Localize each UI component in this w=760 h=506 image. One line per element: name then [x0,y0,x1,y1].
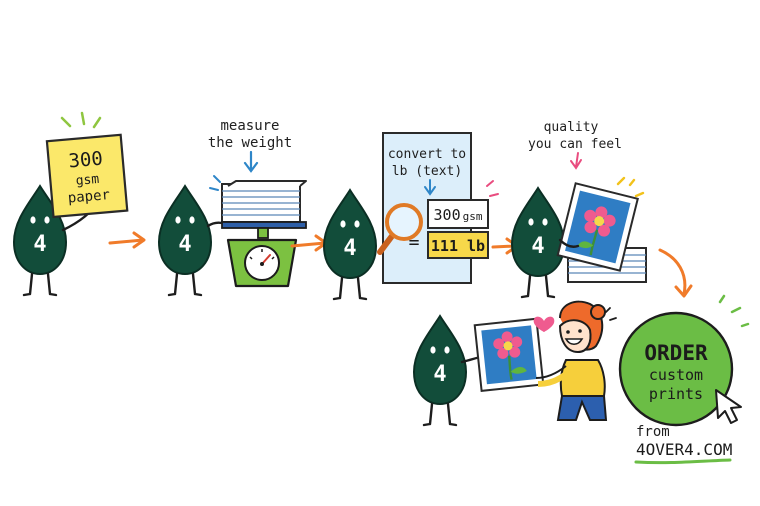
paper-line-3: paper [67,187,110,207]
caption-line-1: convert to [388,147,466,162]
mascot-label: 4 [33,232,46,257]
gsm-value-box [427,199,489,229]
magnifying-glass-icon [377,203,423,255]
mascot-label: 4 [531,234,544,259]
caption-line-2: lb (text) [392,164,462,179]
lb-result-box [427,231,489,259]
step-1-paper: 4 300 gsm paper [12,111,129,297]
flow-arrow-4 [658,248,693,298]
caption-line-1: quality [544,120,599,135]
flow-arrow-2 [290,234,328,252]
order-from-label: from [636,424,670,440]
order-badge-line-2[interactable]: custom [649,366,703,384]
happy-customer [535,300,608,421]
order-cta[interactable]: ORDER custom prints from 4OVER4.COM [618,294,750,465]
caption-line-2: you can feel [528,137,622,152]
equals-sign: = [409,232,420,253]
mascot-label: 4 [343,236,356,261]
mascot-label: 4 [178,232,191,257]
flower-print [556,182,639,272]
step-4-quality: quality you can feel 4 [510,120,647,299]
paper-line-1: 300 [68,148,104,173]
step-5-customer: 4 [412,300,617,427]
order-badge-line-3[interactable]: prints [649,385,703,403]
caption-line-2: the weight [208,135,292,151]
caption-line-1: measure [220,118,279,134]
flower-icon [584,206,616,237]
paper-line-2: gsm [75,172,100,189]
weighing-scale [221,221,307,288]
paper-sheet-300gsm: 300 gsm paper [45,133,129,219]
paper-stack [221,180,307,223]
order-site-link[interactable]: 4OVER4.COM [636,440,732,459]
mascot-label: 4 [433,362,446,387]
step-2-scale: measure the weight 4 [157,118,307,297]
order-badge[interactable] [618,311,734,427]
flow-arrow-1 [108,231,146,249]
flower-print [473,317,545,392]
order-badge-line-1[interactable]: ORDER [644,341,708,365]
heart-icon [533,316,555,332]
lb-result-text: 111 lb [431,237,485,255]
flower-icon [493,331,523,359]
cursor-arrow-icon [715,389,742,424]
sparkle-lines [60,111,102,129]
